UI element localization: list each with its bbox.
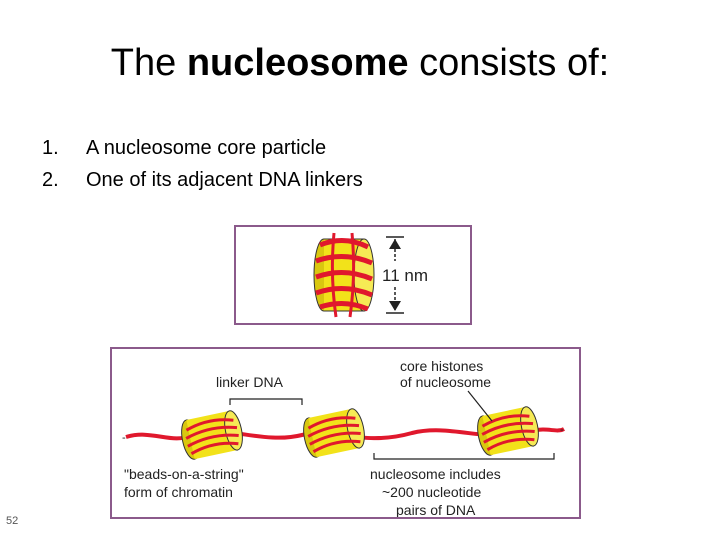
- list-number: 1.: [42, 137, 59, 159]
- dimension-label: 11 nm: [382, 266, 428, 285]
- beads-label-line2: form of chromatin: [124, 484, 233, 500]
- core-pointer-line: [467, 390, 493, 422]
- core-histones-label-line2: of nucleosome: [400, 374, 491, 390]
- nucleosome-dimension-svg: 11 nm: [313, 232, 428, 318]
- numbered-list: 1. A nucleosome core particle 2. One of …: [42, 132, 363, 196]
- nucleosome-bracket: [373, 453, 555, 460]
- title-prefix: The: [110, 42, 187, 84]
- nucleosome-bead-icon: [303, 408, 365, 458]
- list-text: A nucleosome core particle: [86, 137, 327, 159]
- core-histones-label-line1: core histones: [400, 358, 483, 374]
- linker-dna-label: linker DNA: [216, 374, 284, 390]
- includes-label-line1: nucleosome includes: [370, 466, 501, 482]
- nucleosome-bead-icon: [181, 410, 243, 460]
- svg-text:-: -: [560, 424, 564, 436]
- includes-label-line2: ~200 nucleotide: [382, 484, 481, 500]
- list-text: One of its adjacent DNA linkers: [86, 169, 363, 191]
- list-item: 1. A nucleosome core particle: [42, 132, 363, 164]
- nucleosome-dimension-figure: 11 nm: [234, 225, 472, 325]
- nucleosome-bead-icon: [477, 406, 539, 456]
- title-suffix: consists of:: [408, 42, 610, 84]
- list-number: 2.: [42, 169, 59, 191]
- beads-on-string-figure: -: [110, 347, 581, 519]
- dimension-arrow-icon: [386, 236, 404, 314]
- includes-label-line3: pairs of DNA: [396, 502, 476, 517]
- page-number: 52: [6, 515, 19, 527]
- nucleosome-core-icon: [313, 232, 375, 318]
- svg-text:-: -: [122, 432, 126, 444]
- list-item: 2. One of its adjacent DNA linkers: [42, 164, 363, 196]
- linker-bracket: [229, 398, 303, 405]
- beads-label-line1: "beads-on-a-string": [124, 466, 244, 482]
- title-bold: nucleosome: [186, 42, 409, 84]
- beads-on-string-svg: -: [122, 358, 565, 518]
- slide-title: The nucleosome consists of:: [0, 42, 720, 85]
